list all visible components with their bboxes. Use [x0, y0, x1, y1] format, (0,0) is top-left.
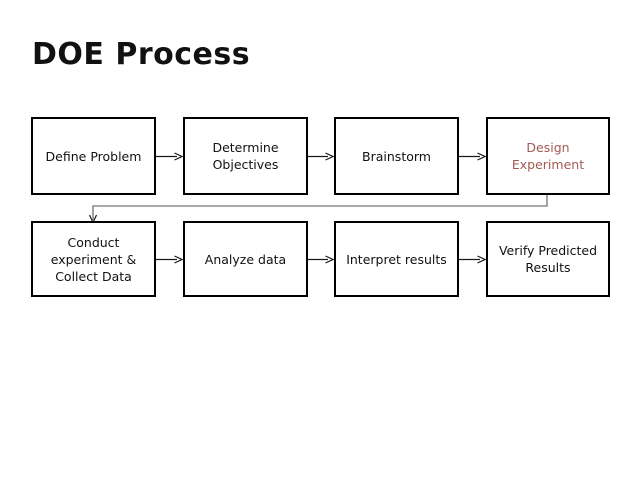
arrow-determine-to-brainstorm [308, 152, 334, 161]
arrow-analyze-to-interpret [308, 255, 334, 264]
flow-box-label: Define Problem [45, 148, 142, 164]
flow-box-brainstorm[interactable]: Brainstorm [334, 117, 459, 195]
flow-box-analyze-data[interactable]: Analyze data [183, 221, 308, 297]
flow-box-label: Interpret results [346, 251, 447, 267]
arrow-define-to-determine [156, 152, 183, 161]
flow-box-interpret-results[interactable]: Interpret results [334, 221, 459, 297]
flow-box-label: Analyze data [204, 251, 287, 267]
arrow-conduct-to-analyze [156, 255, 183, 264]
page-title: DOE Process [32, 37, 251, 72]
flow-box-define-problem[interactable]: Define Problem [31, 117, 156, 195]
arrow-brainstorm-to-design [459, 152, 486, 161]
arrow-interpret-to-verify [459, 255, 486, 264]
flow-box-label: Brainstorm [362, 148, 431, 164]
